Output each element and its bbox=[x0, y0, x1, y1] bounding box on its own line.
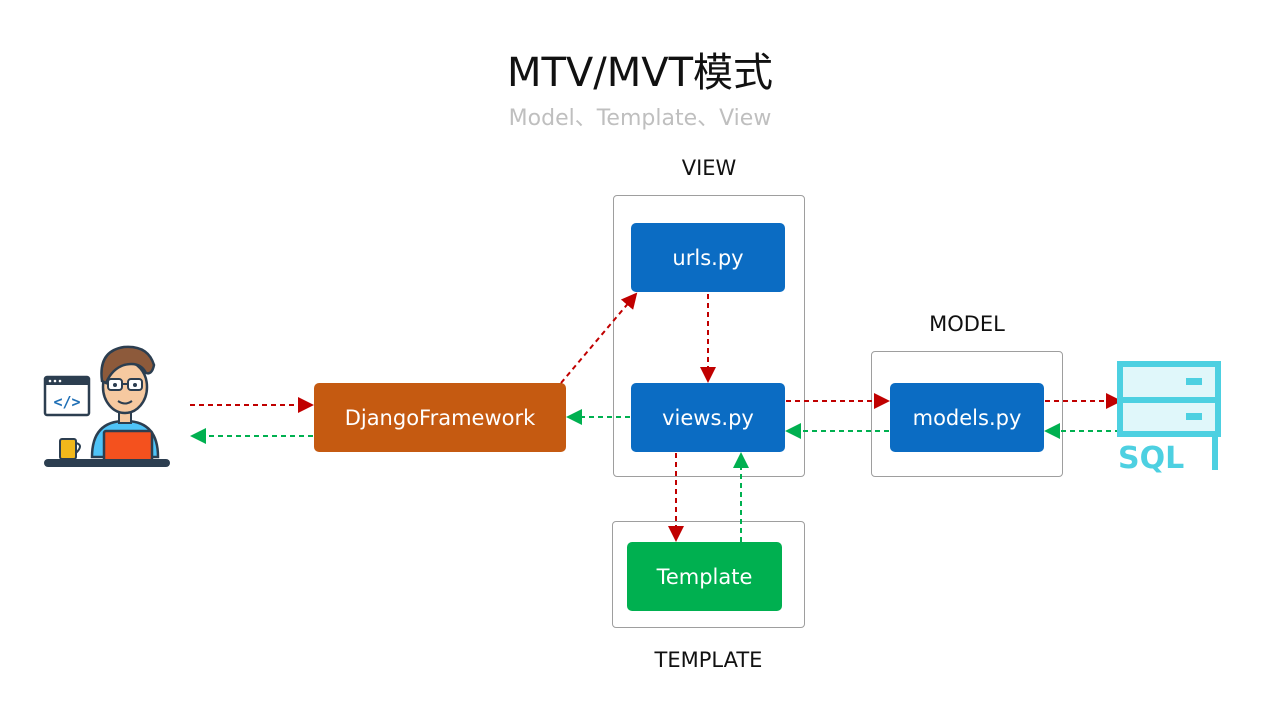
template-group-box bbox=[612, 521, 805, 628]
template-group-label: TEMPLATE bbox=[654, 648, 763, 672]
svg-text:</>: </> bbox=[53, 393, 80, 411]
developer-icon: </> bbox=[43, 345, 170, 467]
model-group-box bbox=[871, 351, 1063, 477]
arrow-django-to-urls bbox=[560, 292, 638, 384]
view-group-label: VIEW bbox=[681, 156, 737, 180]
template-node: Template bbox=[627, 542, 782, 611]
django-framework-node: DjangoFramework bbox=[314, 383, 566, 452]
diagram-title: MTV/MVT模式 bbox=[506, 50, 774, 96]
view-group-box bbox=[613, 195, 805, 477]
sql-label: SQL bbox=[1118, 441, 1184, 475]
diagram-subtitle: Model、Template、View bbox=[508, 106, 772, 131]
database-icon: SQL bbox=[1117, 361, 1221, 475]
code-window-icon: </> bbox=[43, 375, 91, 417]
models-node: models.py bbox=[890, 383, 1044, 452]
views-node: views.py bbox=[631, 383, 785, 452]
urls-node: urls.py bbox=[631, 223, 785, 292]
model-group-label: MODEL bbox=[929, 312, 1005, 336]
